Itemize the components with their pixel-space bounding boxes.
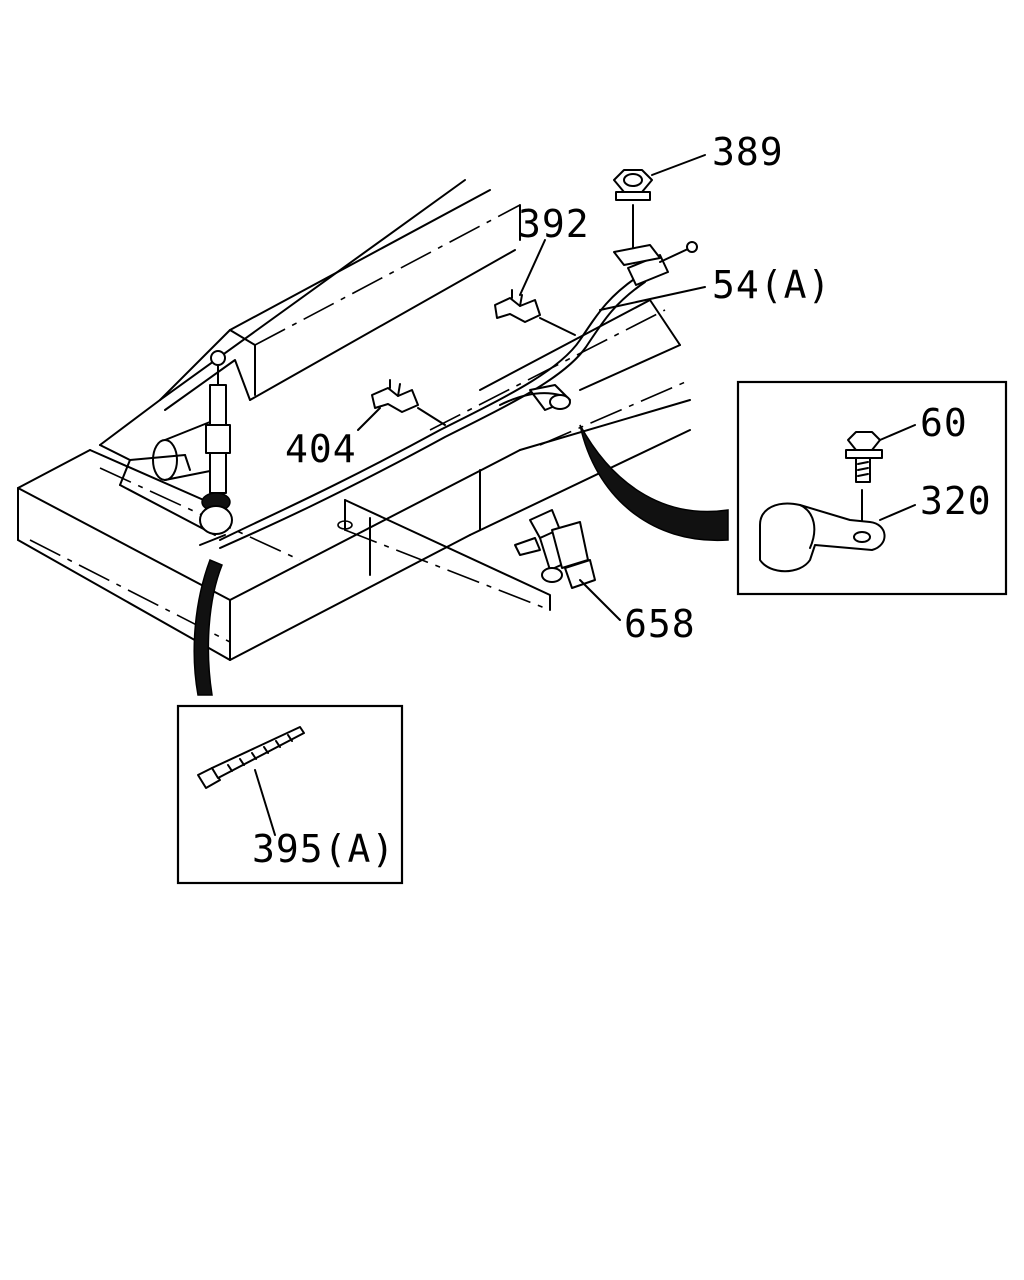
callout-60: 60 [920,401,968,445]
detail-box-clamp [736,380,1008,596]
part-658-bracket [514,509,596,589]
callout-389: 389 [712,130,784,174]
callout-392: 392 [518,202,590,246]
detail-box-tie [176,704,404,885]
part-392-clip [494,289,576,336]
part-389-nut [613,169,661,266]
callout-320: 320 [920,479,992,523]
swoosh-arrow-right [579,424,729,542]
callout-404: 404 [285,427,357,471]
part-404-clip [371,379,446,426]
swoosh-arrow-left [193,559,223,696]
leader-lines [254,154,916,836]
callout-395a: 395(A) [252,827,395,871]
control-cable [199,241,698,549]
callout-54a: 54(A) [712,263,831,307]
callout-658: 658 [624,602,696,646]
